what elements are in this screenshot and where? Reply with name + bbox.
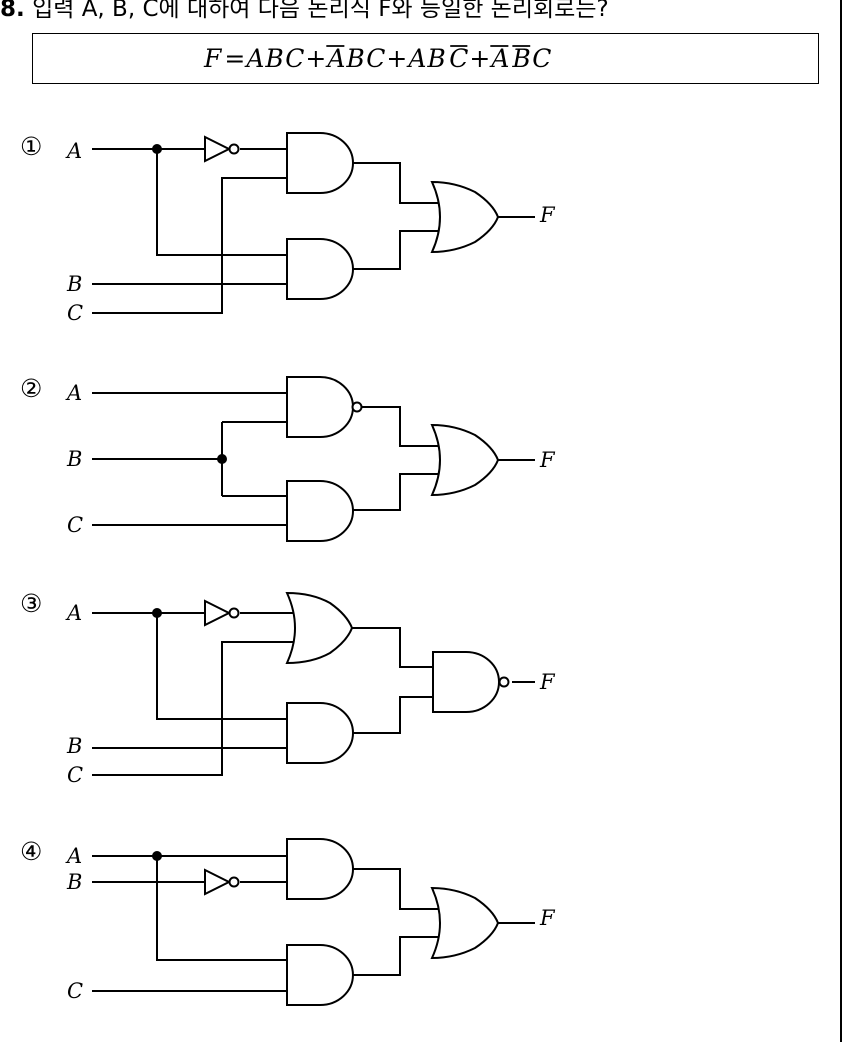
option-marker: ② [20,374,42,403]
circuit-option-3: ③ A B C F [20,589,556,787]
formula-letter: A [244,44,264,73]
inversion-bubble [351,401,363,413]
output-label-f: F [539,906,556,930]
formula-plus: + [305,44,326,73]
input-label-a: A [65,601,82,625]
input-label-a: A [65,139,82,163]
formula-letter: B [426,44,446,73]
input-label-c: C [67,301,83,325]
formula-box [32,33,819,84]
page-rule [840,0,842,1042]
and-gate [286,238,354,300]
wires [92,148,535,314]
input-label-c: C [67,979,83,1003]
inversion-bubble [228,143,240,155]
option-marker: ① [20,132,42,161]
formula-letter-negated: A [489,44,509,73]
circuit-option-4: ④ A B C F [20,837,556,1006]
input-label-a: A [65,381,82,405]
inversion-bubble [498,676,510,688]
or-gate [430,886,500,960]
formula-letter: A [406,44,426,73]
question-text: 입력 A, B, C에 대하여 다음 논리식 F와 등일한 논리회로는? [32,0,609,22]
question-stem: 8. 입력 A, B, C에 대하여 다음 논리식 F와 등일한 논리회로는? [0,0,800,22]
formula-letter-negated: A [325,44,345,73]
input-label-b: B [66,870,82,894]
formula-plus: + [469,44,490,73]
input-label-c: C [67,763,83,787]
or-gate [430,180,500,254]
junction-dot [152,608,162,618]
formula-letter: B [264,44,284,73]
formula-letter-negated: B [511,44,531,73]
inversion-bubble [228,607,240,619]
nand-gate [432,651,500,713]
formula-letter: C [285,44,304,73]
circuit-option-2: ② A B C F [20,374,556,542]
input-label-c: C [67,513,83,537]
and-gate [286,132,354,194]
and-gate [286,838,354,900]
not-gate [204,599,240,627]
output-label-f: F [539,448,556,472]
formula-letter-negated: C [449,44,468,73]
or-gate [285,591,354,665]
formula-lhs: F [203,44,223,73]
circuit-option-1: ① A B C F [20,132,556,325]
input-label-b: B [66,272,82,296]
and-gate [286,944,354,1006]
input-label-b: B [66,734,82,758]
formula-equals: = [224,44,245,73]
question-number: 8. [0,0,25,22]
formula-letter: B [345,44,365,73]
option-marker: ③ [20,589,42,618]
input-label-b: B [66,447,82,471]
wires [92,855,535,992]
and-gate [286,480,354,542]
formula-letter: C [366,44,385,73]
formula-letter: C [532,44,551,73]
not-gate [204,868,240,896]
or-gate [430,423,500,497]
formula-plus: + [386,44,407,73]
and-gate [286,702,354,764]
output-label-f: F [539,203,556,227]
option-marker: ④ [20,837,42,866]
wires [92,612,535,776]
nand-gate [286,376,354,438]
not-gate [204,135,240,163]
junction-dot [152,851,162,861]
wires [92,392,535,526]
output-label-f: F [539,670,556,694]
inversion-bubble [228,876,240,888]
input-label-a: A [65,844,82,868]
junction-dot [152,144,162,154]
junction-dot [217,454,227,464]
